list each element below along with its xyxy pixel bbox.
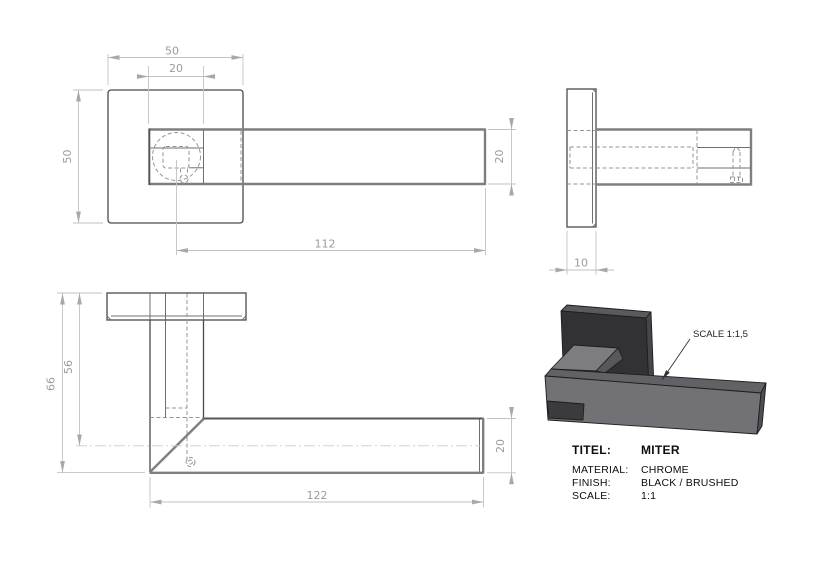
top-view: 50 20 50 20 112 [61, 45, 516, 255]
finish-label: FINISH: [572, 477, 611, 489]
dim-top-spindle: 20 [169, 62, 183, 75]
set-screw-front-view [185, 457, 196, 467]
dim-front-bar: 20 [494, 439, 507, 453]
dim-top-width: 50 [165, 45, 179, 58]
front-view-hidden-detail [76, 293, 480, 467]
render-3d: SCALE 1:1,5 [544, 304, 767, 435]
front-view-outline [106, 292, 485, 474]
dim-front-length: 122 [307, 489, 328, 502]
finish-value: BLACK / BRUSHED [641, 477, 739, 489]
dim-top-height: 50 [61, 150, 74, 164]
side-view-dimensions: 10 [549, 231, 614, 275]
set-screw-top-view [179, 174, 189, 184]
top-view-dimensions: 50 20 50 20 112 [61, 45, 516, 255]
top-view-outline [107, 89, 487, 224]
front-view-dimensions: 66 56 122 20 [45, 292, 516, 508]
side-view-hidden-detail [567, 130, 743, 185]
render-leader-line [661, 338, 691, 381]
dim-top-bar: 20 [493, 150, 506, 164]
title-label: TITEL: [572, 443, 612, 457]
top-view-hidden-detail [152, 131, 242, 255]
title-block: TITEL: MITER MATERIAL: CHROME FINISH: BL… [572, 443, 739, 503]
side-view: 10 [549, 88, 753, 275]
material-value: CHROME [641, 464, 689, 476]
dim-front-total-height: 66 [45, 377, 58, 391]
scale-label: SCALE: [572, 490, 611, 502]
lever-end-cap [546, 400, 585, 421]
set-screw-side-view [730, 147, 743, 183]
dim-side-thickness: 10 [574, 257, 588, 270]
neck-top-face [550, 344, 619, 372]
render-scale-note: SCALE 1:1,5 [693, 329, 748, 340]
title-value: MITER [641, 443, 680, 457]
dim-top-length: 112 [315, 238, 336, 251]
dim-front-grip-height: 56 [62, 360, 75, 374]
scale-value: 1:1 [641, 490, 657, 502]
material-label: MATERIAL: [572, 464, 629, 476]
side-view-outline [566, 88, 753, 228]
front-view: 66 56 122 20 [45, 292, 516, 508]
lever-end-face [756, 382, 767, 435]
